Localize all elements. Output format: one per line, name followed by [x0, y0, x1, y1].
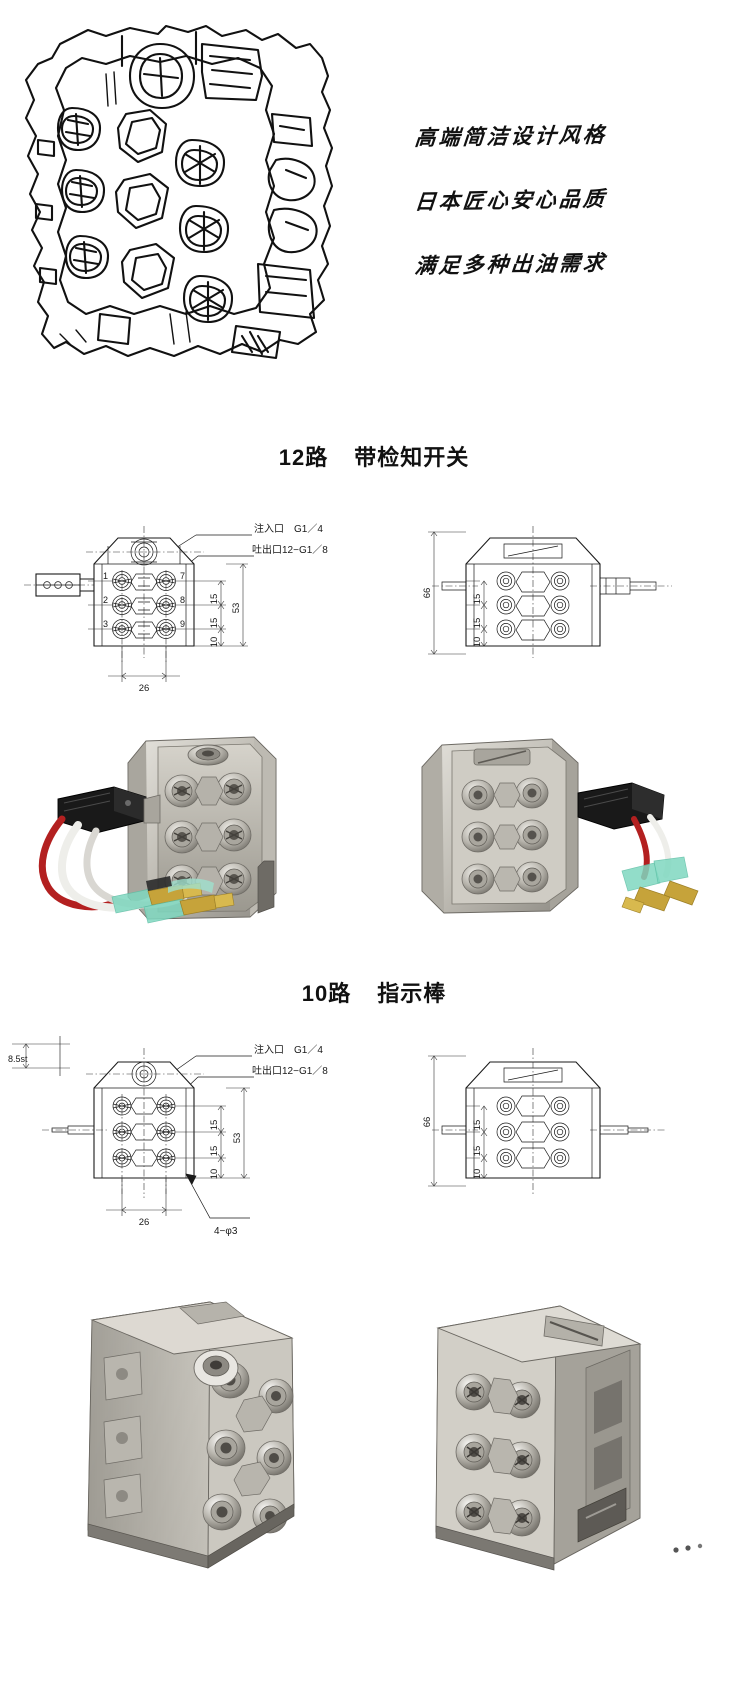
- dim-side-v1-12: 15: [472, 594, 483, 605]
- dim-v3-10: 10: [209, 1169, 220, 1180]
- dim-side-v2-10: 15: [472, 1146, 483, 1157]
- port-label-left-3: 3: [103, 619, 108, 629]
- section-title-10: 10路指示棒: [0, 956, 748, 1022]
- dim-v2-10: 15: [209, 1146, 220, 1157]
- lubrication-distributor-line-drawing: [10, 14, 390, 384]
- dim-v2-12: 15: [209, 618, 220, 629]
- dim-width-10: 26: [139, 1217, 150, 1228]
- tagline-2: 日本匠心安心品质: [413, 185, 609, 215]
- port-label-right-9: 9: [180, 619, 185, 629]
- cad-front-view-12: 注入口 G1／4 吐出口12−G1／8: [0, 486, 380, 711]
- callout-outlet-10: 吐出口12−G1／8: [252, 1064, 328, 1077]
- dim-side-v1-10: 15: [472, 1120, 483, 1131]
- cad-side-view-12: 15 15 10 66: [380, 486, 748, 711]
- callout-outlet-12: 吐出口12−G1／8: [252, 543, 328, 556]
- photo-12-way-with-switch-right: [382, 711, 722, 961]
- callout-inlet-10: 注入口 G1／4: [254, 1043, 323, 1056]
- photo-12-way-with-switch-left: [18, 711, 358, 961]
- port-label-right-8: 8: [180, 595, 185, 605]
- dim-side-v3-10: 10: [472, 1169, 483, 1180]
- section-12-way: 12路带检知开关 注入口 G1／4 吐出口12−G1／8: [0, 420, 748, 956]
- section-title-10-sub: 指示棒: [377, 981, 447, 1006]
- section-10-way: 10路指示棒 8.5st 注入口: [0, 956, 748, 1602]
- section-title-12: 12路带检知开关: [0, 420, 748, 486]
- dim-total-height-12: 53: [231, 603, 242, 614]
- cad-side-view-10: 15 15 10 66: [380, 1022, 748, 1272]
- tagline-1: 高端简洁设计风格: [413, 121, 609, 151]
- hole-spec-10: 4−φ3: [214, 1226, 238, 1237]
- hero-taglines: 高端简洁设计风格 日本匠心安心品质 满足多种出油需求: [413, 120, 665, 279]
- dim-side-total-12: 66: [422, 588, 433, 599]
- dim-width-12: 26: [139, 683, 150, 694]
- photo-10-way-indicator-rod-right: [390, 1272, 720, 1607]
- tagline-3: 满足多种出油需求: [413, 249, 609, 279]
- dim-v3-12: 10: [209, 637, 220, 648]
- photo-row-12: [0, 711, 748, 956]
- section-title-12-main: 12路: [278, 445, 329, 470]
- stroke-label-10: 8.5st: [8, 1054, 28, 1064]
- dim-v1-12: 15: [209, 594, 220, 605]
- dim-side-v3-12: 10: [472, 637, 483, 648]
- dim-total-height-10: 53: [232, 1133, 243, 1144]
- drawing-row-10: 8.5st 注入口 G1／4 吐出口12−G1／8: [0, 1022, 748, 1272]
- dim-side-total-10: 66: [422, 1117, 433, 1128]
- dim-side-v2-12: 15: [472, 618, 483, 629]
- callout-inlet-12: 注入口 G1／4: [254, 522, 323, 535]
- photo-row-10: [0, 1272, 748, 1602]
- section-title-12-sub: 带检知开关: [354, 445, 470, 470]
- cad-front-view-10: 8.5st 注入口 G1／4 吐出口12−G1／8: [0, 1022, 380, 1272]
- photo-10-way-indicator-rod-left: [30, 1272, 360, 1607]
- section-title-10-main: 10路: [301, 981, 352, 1006]
- port-label-left-2: 2: [103, 595, 108, 605]
- hero-section: 高端简洁设计风格 日本匠心安心品质 满足多种出油需求: [0, 0, 748, 420]
- drawing-row-12: 注入口 G1／4 吐出口12−G1／8: [0, 486, 748, 711]
- dim-v1-10: 15: [209, 1120, 220, 1131]
- port-label-left-1: 1: [103, 571, 108, 581]
- port-label-right-7: 7: [180, 571, 185, 581]
